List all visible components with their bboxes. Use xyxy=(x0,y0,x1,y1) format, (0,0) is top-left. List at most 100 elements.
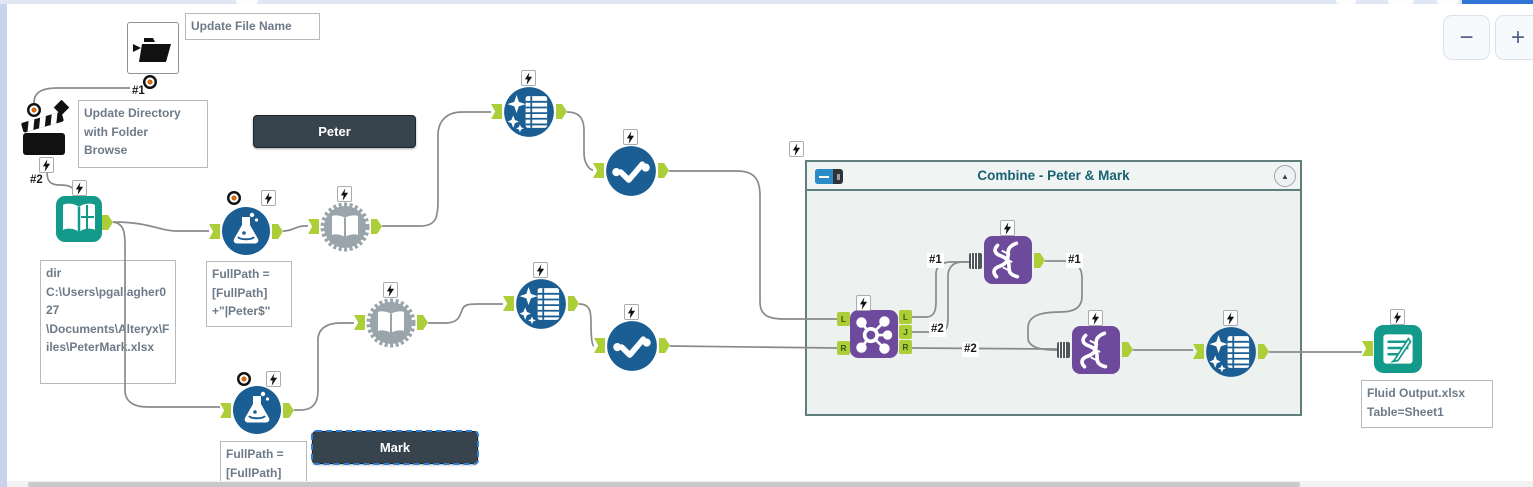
input-anchor[interactable] xyxy=(1362,341,1373,356)
comment-box-peter[interactable]: Peter xyxy=(253,115,416,148)
data-cleansing-tool-3[interactable] xyxy=(1205,326,1257,383)
input-anchor[interactable] xyxy=(354,315,365,330)
toolbar-button-fragment xyxy=(1437,0,1459,4)
annotation-update-directory[interactable]: Update Directory with Folder Browse xyxy=(78,100,208,168)
output-anchor[interactable] xyxy=(659,338,670,353)
output-anchor[interactable] xyxy=(556,104,567,119)
annotation-input-path[interactable]: dir C:\Users\pgallagher027 \Documents\Al… xyxy=(40,260,176,384)
comment-text: Peter xyxy=(318,124,351,139)
lightning-anchor-icon[interactable] xyxy=(337,186,352,202)
lightning-anchor-icon[interactable] xyxy=(383,282,398,298)
unique-tool-1[interactable] xyxy=(605,145,657,202)
scrollbar-thumb[interactable] xyxy=(28,482,1300,487)
output-anchor[interactable] xyxy=(272,224,283,239)
output-anchor[interactable] xyxy=(1258,344,1269,359)
horizontal-scrollbar[interactable] xyxy=(7,481,1533,487)
connection-label: #2 xyxy=(962,342,979,357)
input-anchor[interactable] xyxy=(594,338,605,353)
container-header[interactable]: Combine - Peter & Mark ▲ xyxy=(807,162,1300,191)
action-anchor-icon[interactable] xyxy=(237,372,251,386)
join-j-output-anchor[interactable]: J xyxy=(899,325,912,339)
comment-box-mark[interactable]: Mark xyxy=(311,430,479,465)
annotation-update-file-name[interactable]: Update File Name xyxy=(185,13,320,40)
toolbar-button-fragment xyxy=(1388,0,1414,4)
union-tool-1[interactable] xyxy=(984,236,1032,289)
wire-cleanse-1-to-unique-1[interactable] xyxy=(566,111,594,171)
action-anchor-icon[interactable] xyxy=(143,75,157,89)
lightning-anchor-icon[interactable] xyxy=(261,190,276,206)
annotation-formula-mark[interactable]: FullPath = [FullPath] xyxy=(220,441,307,487)
join-l-output-anchor[interactable]: L xyxy=(899,310,912,324)
join-tool[interactable] xyxy=(850,310,898,363)
input-anchor[interactable] xyxy=(308,219,319,234)
union-tool-2[interactable] xyxy=(1072,326,1120,379)
lightning-anchor-icon[interactable] xyxy=(533,262,548,278)
wire-cleanse-2-to-unique-2[interactable] xyxy=(578,303,595,347)
zoom-in-button[interactable]: + xyxy=(1495,15,1533,60)
tool-container-combine[interactable]: Combine - Peter & Mark ▲ xyxy=(805,160,1302,416)
dynamic-input-tool-1[interactable] xyxy=(320,202,370,257)
output-anchor[interactable] xyxy=(568,296,579,311)
formula-icon xyxy=(222,207,270,255)
join-right-input-anchor[interactable]: R xyxy=(837,341,850,355)
comment-text: Mark xyxy=(379,440,411,455)
input-anchor[interactable] xyxy=(220,403,231,418)
lightning-anchor-icon[interactable] xyxy=(623,129,638,145)
lightning-anchor-icon[interactable] xyxy=(266,371,281,387)
input-anchor[interactable] xyxy=(209,224,220,239)
input-anchor[interactable] xyxy=(1193,344,1204,359)
action-tool[interactable] xyxy=(20,99,70,158)
lightning-anchor-icon[interactable] xyxy=(521,70,536,86)
lightning-anchor-icon[interactable] xyxy=(1390,309,1405,325)
container-title: Combine - Peter & Mark xyxy=(977,168,1130,183)
annotation-output-file[interactable]: Fluid Output.xlsx Table=Sheet1 xyxy=(1361,380,1493,428)
output-anchor[interactable] xyxy=(658,163,669,178)
lightning-anchor-icon[interactable] xyxy=(1223,310,1238,326)
lightning-anchor-icon[interactable] xyxy=(1088,310,1103,326)
lightning-anchor-icon[interactable] xyxy=(39,157,54,173)
wire-formula-peter-to-dynamic-input-1[interactable] xyxy=(282,225,308,232)
action-anchor-icon[interactable] xyxy=(227,191,241,205)
output-anchor[interactable] xyxy=(1122,342,1133,357)
lightning-anchor-icon[interactable] xyxy=(1000,220,1015,236)
output-anchor[interactable] xyxy=(371,219,382,234)
unique-tool-2[interactable] xyxy=(606,320,658,377)
action-anchor-icon[interactable] xyxy=(27,103,41,117)
annotation-formula-peter[interactable]: FullPath = [FullPath] +"|Peter$" xyxy=(206,261,292,327)
multi-input-anchor[interactable] xyxy=(969,253,982,269)
wire-formula-mark-to-dynamic-input-2[interactable] xyxy=(294,322,354,411)
wire-input-to-formula-peter[interactable] xyxy=(112,221,209,232)
data-cleansing-tool-1[interactable] xyxy=(503,86,555,143)
join-r-output-anchor[interactable]: R xyxy=(899,340,912,354)
input-anchor[interactable] xyxy=(593,163,604,178)
folder-icon xyxy=(133,38,171,62)
toolbar-button-fragment xyxy=(236,0,258,4)
container-collapse-button[interactable]: ▲ xyxy=(1274,165,1296,187)
output-anchor[interactable] xyxy=(102,215,113,230)
zoom-out-button[interactable]: − xyxy=(1443,15,1490,60)
connection-label: #2 xyxy=(929,322,946,337)
join-left-input-anchor[interactable]: L xyxy=(837,312,850,326)
lightning-anchor-icon[interactable] xyxy=(789,141,804,157)
output-anchor[interactable] xyxy=(417,315,428,330)
wire-action-to-input[interactable] xyxy=(46,171,75,191)
output-anchor[interactable] xyxy=(283,403,294,418)
input-data-tool[interactable] xyxy=(56,196,102,247)
lightning-anchor-icon[interactable] xyxy=(624,304,639,320)
dynamic-input-tool-2[interactable] xyxy=(366,298,416,353)
folder-browse-tool[interactable] xyxy=(127,22,179,74)
formula-tool-mark[interactable] xyxy=(232,385,282,440)
multi-input-anchor[interactable] xyxy=(1057,342,1070,358)
join-icon xyxy=(850,310,898,358)
input-anchor[interactable] xyxy=(503,296,514,311)
wire-dynamic-input-2-to-cleanse-2[interactable] xyxy=(428,303,503,324)
input-data-icon xyxy=(56,196,102,242)
formula-tool-peter[interactable] xyxy=(221,206,271,261)
lightning-anchor-icon[interactable] xyxy=(72,180,87,196)
top-toolbar-edge xyxy=(0,0,1533,4)
data-cleansing-tool-2[interactable] xyxy=(515,278,567,335)
lightning-anchor-icon[interactable] xyxy=(856,295,871,311)
input-anchor[interactable] xyxy=(491,104,502,119)
canvas-left-margin xyxy=(0,4,7,487)
output-data-tool[interactable] xyxy=(1374,325,1422,378)
